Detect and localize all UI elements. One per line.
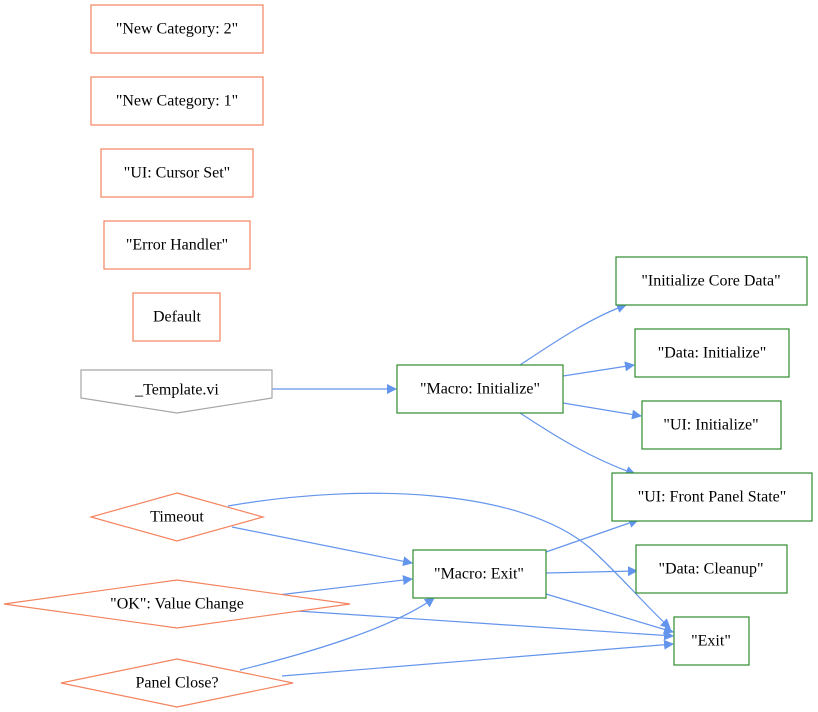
edge-macro-initialize-to-initialize-core-data bbox=[519, 303, 627, 366]
node-panel-close-diamond bbox=[60, 658, 294, 708]
edge-panel-close-to-macro-exit bbox=[239, 597, 435, 671]
edge-macro-initialize-to-data-initialize bbox=[562, 361, 635, 377]
node-data-cleanup-box bbox=[635, 544, 788, 594]
node-ui-front-panel-state-label: "UI: Front Panel State" bbox=[638, 489, 787, 506]
node-macro-exit-label: "Macro: Exit" bbox=[434, 566, 524, 583]
edge-macro-initialize-to-ui-initialize bbox=[562, 402, 642, 420]
node-data-initialize-label: "Data: Initialize" bbox=[658, 345, 767, 362]
edge-panel-close-to-exit bbox=[281, 639, 674, 677]
node-ui-initialize-box bbox=[641, 400, 782, 450]
node-exit-box bbox=[673, 616, 750, 666]
node-error-handler-label: "Error Handler" bbox=[126, 237, 228, 254]
node-initialize-core-data-box bbox=[615, 256, 808, 306]
node-default-box bbox=[132, 292, 221, 342]
node-timeout-label: Timeout bbox=[150, 509, 204, 526]
node-macro-exit-box bbox=[412, 549, 547, 599]
node-timeout-diamond bbox=[88, 492, 266, 542]
edge-timeout-to-macro-exit bbox=[231, 526, 413, 567]
node-ui-front-panel-state-box bbox=[611, 472, 813, 522]
node-template-vi-label: _Template.vi bbox=[134, 382, 219, 399]
node-data-cleanup-label: "Data: Cleanup" bbox=[658, 561, 763, 578]
edge-ok-value-change-to-macro-exit bbox=[277, 575, 413, 596]
edge-ok-value-change-to-exit bbox=[281, 609, 674, 641]
node-new-category-2-label: "New Category: 2" bbox=[116, 21, 238, 38]
node-macro-initialize-label: "Macro: Initialize" bbox=[420, 381, 540, 398]
edge-macro-exit-to-ui-front-panel-state bbox=[545, 518, 639, 553]
node-default-label: Default bbox=[153, 309, 202, 326]
node-ui-cursor-set-label: "UI: Cursor Set" bbox=[124, 165, 230, 182]
edge-macro-initialize-to-ui-front-panel-state bbox=[519, 412, 636, 476]
node-ok-value-change-diamond bbox=[3, 579, 351, 629]
node-template-vi-shape bbox=[80, 369, 273, 414]
node-panel-close-label: Panel Close? bbox=[135, 675, 218, 692]
node-new-category-1-label: "New Category: 1" bbox=[116, 93, 238, 110]
node-exit-label: "Exit" bbox=[691, 633, 731, 650]
node-new-category-1-box bbox=[90, 76, 264, 126]
node-initialize-core-data-label: "Initialize Core Data" bbox=[641, 273, 780, 290]
node-error-handler-box bbox=[103, 220, 251, 270]
edge-macro-exit-to-data-cleanup bbox=[545, 566, 638, 577]
node-data-initialize-box bbox=[634, 328, 790, 378]
edge-timeout-to-exit bbox=[227, 492, 671, 629]
node-new-category-2-box bbox=[90, 4, 264, 54]
node-ok-value-change-label: "OK": Value Change bbox=[110, 596, 244, 613]
node-ui-initialize-label: "UI: Initialize" bbox=[663, 417, 758, 434]
edge-macro-exit-to-exit bbox=[545, 593, 674, 635]
node-macro-initialize-box bbox=[396, 364, 564, 414]
node-ui-cursor-set-box bbox=[100, 148, 254, 198]
